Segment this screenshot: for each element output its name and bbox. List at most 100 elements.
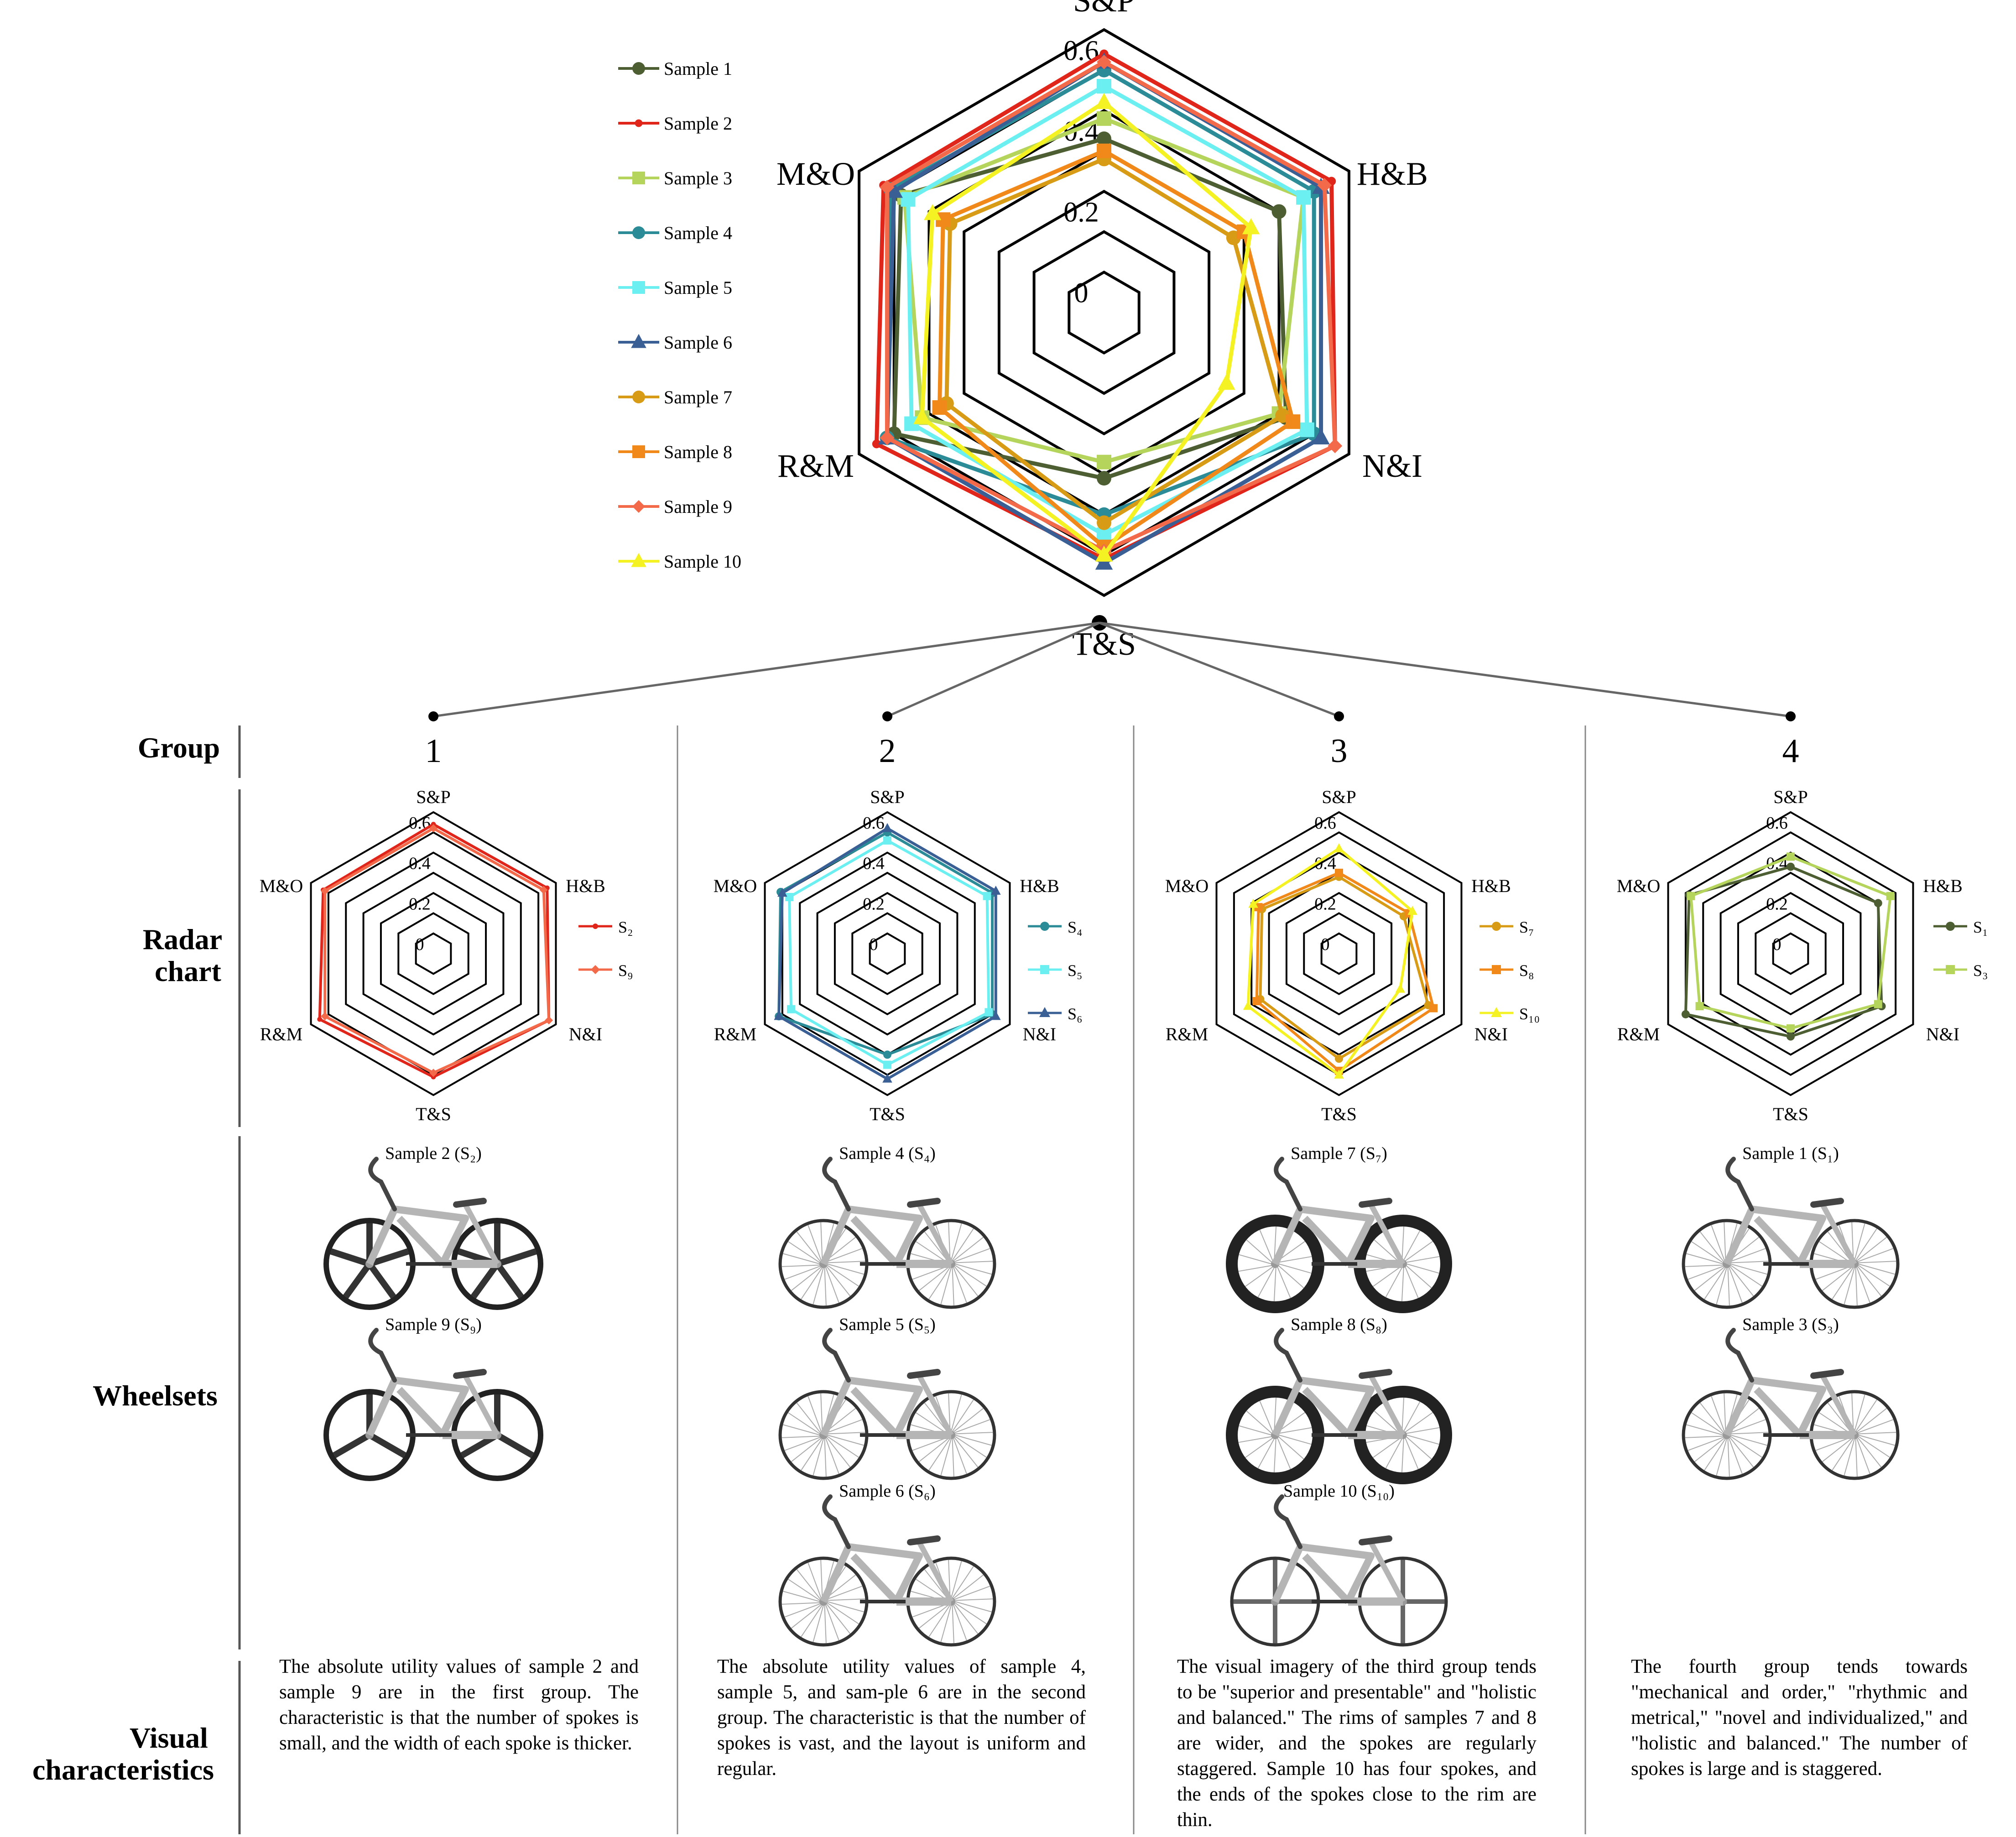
legend-marker-sample-3 bbox=[632, 172, 645, 184]
group-4-number: 4 bbox=[1782, 732, 1799, 770]
group-4-point-sample-1 bbox=[1787, 1032, 1795, 1041]
group-2-point-sample-5 bbox=[985, 1008, 993, 1017]
legend-marker-sample-2 bbox=[635, 119, 643, 127]
group-1-tick-label: 0.2 bbox=[409, 894, 431, 913]
group-2-grid-ring bbox=[764, 811, 1011, 1096]
main-axis-label-n-i: N&I bbox=[1362, 448, 1422, 484]
group-3-point-sample-10 bbox=[1334, 843, 1344, 852]
group-4-grid-ring bbox=[1755, 912, 1827, 995]
group-1-grid-ring bbox=[397, 912, 469, 995]
group-2-number: 2 bbox=[879, 732, 896, 770]
group-3-axis-label-n-i: N&I bbox=[1474, 1024, 1508, 1044]
group-1-legend-marker bbox=[591, 965, 600, 974]
main-point-sample-8 bbox=[932, 400, 947, 415]
group-2-tick-label: 0 bbox=[870, 935, 878, 954]
main-point-sample-5 bbox=[1296, 190, 1311, 205]
main-grid-ring bbox=[858, 28, 1350, 597]
group-connectors bbox=[428, 615, 1796, 721]
main-point-sample-1 bbox=[1271, 204, 1287, 219]
group-3-grid-ring bbox=[1285, 892, 1393, 1016]
group-1-axis-label-h-b: H&B bbox=[566, 876, 605, 896]
group-1-description: The absolute utility values of sample 2 … bbox=[279, 1656, 639, 1754]
group-1-grid-ring bbox=[345, 851, 522, 1056]
handlebar-icon bbox=[368, 1328, 397, 1383]
group-2: 200.20.40.6S&PH&BN&IT&SR&MM&OS₄S₅S₆Sampl… bbox=[714, 732, 1083, 1647]
group-4-wheelset-caption: Sample 3 (S₃) bbox=[1742, 1315, 1839, 1334]
legend-label-sample-7: Sample 7 bbox=[664, 387, 732, 407]
group-2-point-sample-6 bbox=[777, 887, 787, 897]
main-axis-label-r-m: R&M bbox=[777, 448, 854, 484]
legend-label-sample-10: Sample 10 bbox=[664, 551, 741, 572]
main-axis-label-h-b: H&B bbox=[1357, 156, 1428, 192]
bicycle-icon bbox=[1682, 1157, 1900, 1309]
main-point-sample-8 bbox=[1097, 143, 1111, 158]
group-4-axis-label-s-p: S&P bbox=[1773, 787, 1808, 807]
connector-line bbox=[1099, 621, 1339, 718]
main-point-sample-6 bbox=[1095, 553, 1113, 570]
saddle-icon bbox=[1810, 1369, 1844, 1379]
group-2-axis-label-t-s: T&S bbox=[870, 1104, 905, 1124]
group-4-axis-label-m-o: M&O bbox=[1617, 876, 1661, 896]
group-3-series-sample-10 bbox=[1246, 847, 1414, 1076]
group-4-tick-label: 0.6 bbox=[1766, 814, 1788, 833]
legend-marker-sample-6 bbox=[631, 334, 646, 348]
group-1-series-sample-2 bbox=[318, 823, 551, 1079]
group-2-axis-label-r-m: R&M bbox=[714, 1024, 756, 1044]
group-2-wheelset-caption: Sample 5 (S₅) bbox=[839, 1315, 936, 1334]
group-3-point-sample-8 bbox=[1252, 997, 1261, 1006]
saddle-icon bbox=[1810, 1198, 1844, 1208]
bike-frame-icon bbox=[1271, 1543, 1375, 1603]
legend-label-sample-8: Sample 8 bbox=[664, 442, 732, 462]
main-tick-label: 0.2 bbox=[1063, 197, 1099, 228]
group-1-axis-label-s-p: S&P bbox=[416, 787, 451, 807]
bike-frame-icon bbox=[820, 1543, 923, 1603]
group-3-legend-label: S₇ bbox=[1519, 918, 1534, 936]
group-3-legend-marker bbox=[1492, 965, 1501, 974]
group-2-legend-marker bbox=[1040, 922, 1049, 931]
group-3-legend-label: S₈ bbox=[1519, 961, 1534, 980]
group-2-point-sample-4 bbox=[883, 1050, 891, 1059]
group-2-grid-ring bbox=[869, 932, 906, 975]
group-3-description: The visual imagery of the third group te… bbox=[1177, 1656, 1537, 1831]
group-2-wheelset-caption: Sample 6 (S₆) bbox=[839, 1482, 936, 1501]
group-1: 100.20.40.6S&PH&BN&IT&SR&MM&OS₂S₉Sample … bbox=[260, 732, 633, 1481]
group-1-legend-label: S₂ bbox=[618, 918, 633, 936]
group-3-point-sample-10 bbox=[1248, 898, 1258, 908]
group-2-tick-label: 0.6 bbox=[863, 814, 885, 833]
group-2-grid-ring bbox=[851, 912, 923, 995]
row-label-wheelsets: Wheelsets bbox=[93, 1379, 218, 1412]
group-4-grid-ring bbox=[1772, 932, 1809, 975]
group-1-point-sample-9 bbox=[321, 1012, 329, 1021]
main-point-sample-6 bbox=[1312, 428, 1330, 444]
group-3-legend-marker bbox=[1491, 1007, 1502, 1017]
main-point-sample-1 bbox=[1097, 131, 1111, 146]
group-1-tick-label: 0 bbox=[416, 935, 424, 954]
bicycle-icon bbox=[323, 1328, 543, 1481]
group-3-axis-label-s-p: S&P bbox=[1322, 787, 1356, 807]
bicycle-icon bbox=[1226, 1157, 1452, 1313]
group-3-tick-label: 0.6 bbox=[1314, 814, 1336, 833]
group-2-point-sample-6 bbox=[774, 1011, 784, 1020]
bicycle-icon bbox=[1682, 1328, 1900, 1480]
legend-marker-sample-1 bbox=[632, 62, 645, 75]
group-3-series-sample-8 bbox=[1255, 871, 1435, 1072]
group-2-legend-marker bbox=[1040, 965, 1049, 974]
group-3-point-sample-7 bbox=[1335, 1054, 1343, 1063]
group-2-wheelset-caption: Sample 4 (S₄) bbox=[839, 1144, 936, 1163]
group-2-axis-label-s-p: S&P bbox=[870, 787, 905, 807]
bike-frame-icon bbox=[1723, 1206, 1826, 1266]
group-3-grid-ring bbox=[1320, 932, 1358, 975]
handlebar-icon bbox=[368, 1157, 397, 1211]
main-point-sample-10 bbox=[923, 204, 942, 220]
group-3-tick-label: 0 bbox=[1321, 935, 1330, 954]
main-axis-label-m-o: M&O bbox=[776, 156, 855, 192]
group-1-point-sample-9 bbox=[545, 1016, 553, 1025]
saddle-icon bbox=[453, 1198, 487, 1208]
group-1-tick-label: 0.4 bbox=[409, 854, 431, 873]
row-labels: GroupRadarchartWheelsetsVisualcharacteri… bbox=[32, 731, 222, 1786]
handlebar-icon bbox=[822, 1328, 851, 1383]
row-label-chart: chart bbox=[155, 955, 221, 987]
handlebar-icon bbox=[822, 1157, 851, 1211]
handlebar-icon bbox=[1274, 1494, 1302, 1549]
handlebar-icon bbox=[1725, 1328, 1754, 1383]
